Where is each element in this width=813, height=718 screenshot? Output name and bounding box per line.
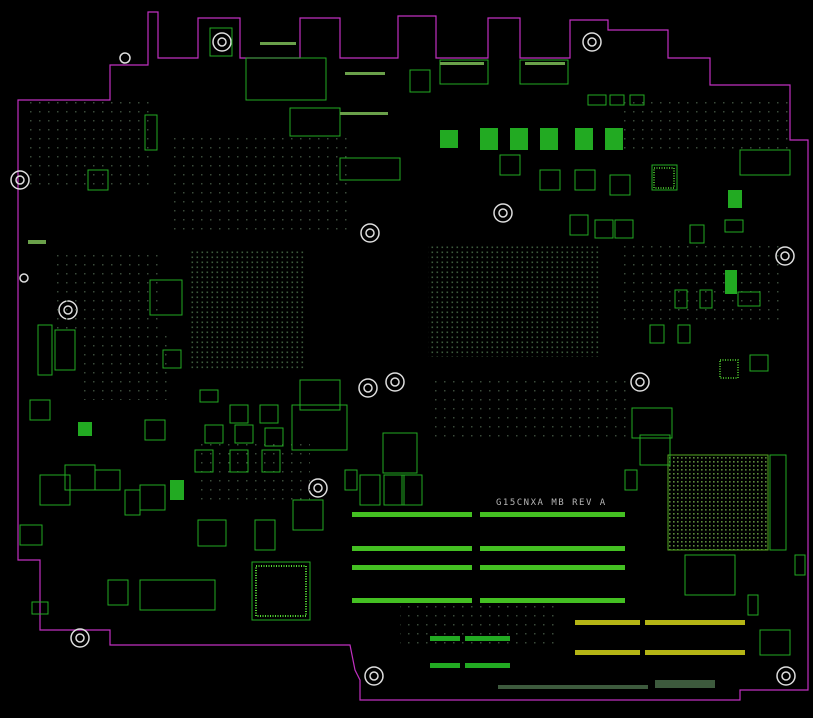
m2-slot-pads	[575, 620, 745, 655]
ic-lan	[653, 167, 675, 189]
memory-slots	[352, 512, 625, 603]
ic-audio	[719, 359, 739, 379]
component-outlines	[19, 27, 806, 656]
header-pins	[28, 42, 565, 244]
board-revision-label: G15CNXA MB REV A	[496, 498, 607, 508]
bga-pch	[428, 245, 600, 357]
ic-superio	[251, 561, 311, 621]
bga-cpu	[190, 250, 305, 370]
via-fields	[30, 95, 790, 650]
bga-gpu	[667, 454, 769, 551]
passive-components	[78, 128, 742, 500]
board-outline	[17, 11, 809, 701]
bottom-connectors	[139, 579, 715, 689]
